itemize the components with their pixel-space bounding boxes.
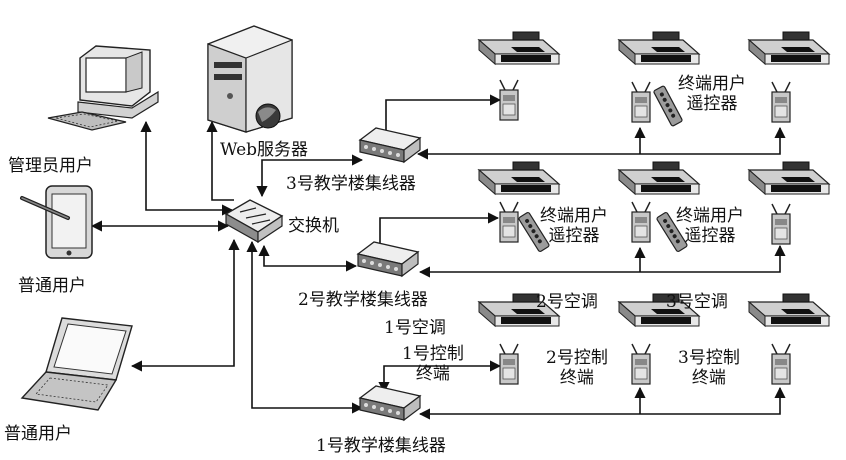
link-switch-hub3 bbox=[256, 154, 364, 198]
ac-unit-icon bbox=[618, 161, 700, 195]
terminal-user-remote-label-b2-right: 终端用户 遥控器 bbox=[676, 206, 744, 246]
link-switch-hub1 bbox=[246, 240, 364, 414]
normal-user-laptop-label: 普通用户 bbox=[4, 424, 72, 444]
hub-building-2-label: 2号教学楼集线器 bbox=[298, 290, 428, 310]
control-terminal-1-label: 1号控制 终端 bbox=[402, 344, 464, 384]
web-server-tower-icon bbox=[207, 25, 293, 133]
terminal-user-remote-label-b2-left: 终端用户 遥控器 bbox=[540, 206, 608, 246]
ac-unit-icon bbox=[748, 161, 830, 195]
control-terminal-icon bbox=[771, 343, 791, 385]
control-terminal-icon bbox=[499, 343, 519, 385]
ac-3-label: 3号空调 bbox=[666, 292, 728, 312]
link-switch-hub2 bbox=[258, 244, 358, 272]
control-terminal-icon bbox=[499, 79, 519, 121]
terminal-user-remote-label-b3: 终端用户 遥控器 bbox=[678, 74, 746, 114]
control-terminal-icon bbox=[631, 81, 651, 123]
network-switch-icon bbox=[224, 199, 284, 244]
admin-user-label: 管理员用户 bbox=[8, 156, 93, 176]
control-terminal-icon bbox=[631, 201, 651, 243]
control-terminal-icon bbox=[631, 343, 651, 385]
hub-building-3-icon bbox=[359, 127, 421, 163]
hub-building-1-label: 1号教学楼集线器 bbox=[316, 436, 446, 456]
ac-unit-icon bbox=[748, 293, 830, 327]
link-hub1-terminal1 bbox=[378, 360, 502, 394]
link-server-switch bbox=[206, 120, 234, 201]
control-terminal-icon bbox=[499, 201, 519, 243]
hub-building-3-label: 3号教学楼集线器 bbox=[286, 174, 416, 194]
control-terminal-3-label: 3号控制 终端 bbox=[678, 348, 740, 388]
link-hub3-terminal1 bbox=[385, 94, 502, 132]
ac-unit-icon bbox=[478, 161, 560, 195]
ac-unit-icon bbox=[618, 31, 700, 65]
ac-2-label: 2号空调 bbox=[536, 292, 598, 312]
control-terminal-icon bbox=[771, 81, 791, 123]
desktop-computer-icon bbox=[47, 45, 159, 131]
hub-building-1-icon bbox=[359, 385, 421, 421]
laptop-icon bbox=[20, 317, 133, 411]
link-hub1-terminals bbox=[418, 386, 786, 420]
link-hub3-terminals bbox=[416, 126, 786, 160]
link-admin-switch bbox=[140, 120, 234, 216]
ac-unit-icon bbox=[478, 31, 560, 65]
ac-1-label: 1号空调 bbox=[384, 318, 446, 338]
normal-user-tablet-label: 普通用户 bbox=[18, 276, 86, 296]
link-hub2-terminals bbox=[418, 244, 786, 278]
hub-building-2-icon bbox=[357, 241, 419, 277]
ac-unit-icon bbox=[748, 31, 830, 65]
switch-label: 交换机 bbox=[288, 216, 339, 236]
tablet-icon bbox=[20, 185, 93, 259]
control-terminal-2-label: 2号控制 终端 bbox=[546, 348, 608, 388]
web-server-label: Web服务器 bbox=[220, 140, 309, 160]
link-hub2-terminal1 bbox=[379, 212, 500, 244]
link-laptop-switch bbox=[130, 238, 240, 372]
control-terminal-icon bbox=[771, 203, 791, 245]
